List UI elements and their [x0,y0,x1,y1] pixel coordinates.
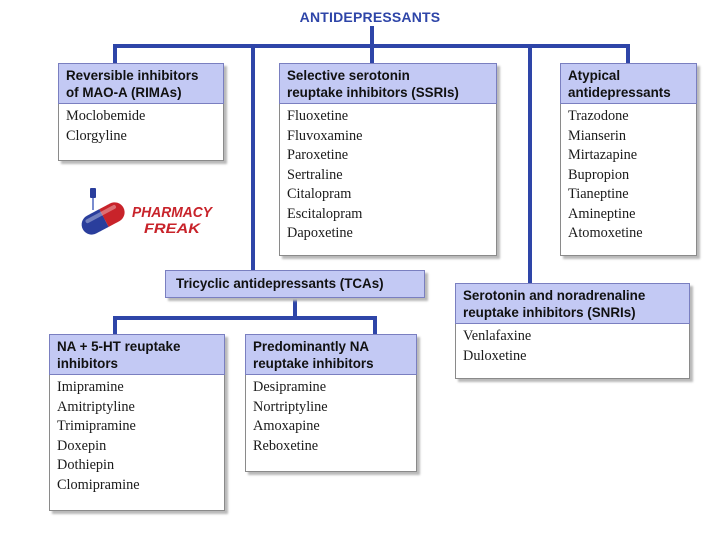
drug-item: Desipramine [253,379,327,395]
pharmacy-freak-logo: PHARMACY FREAK [76,186,216,242]
na-5ht-box: NA + 5-HT reuptake inhibitors Imipramine… [49,334,225,511]
drug-item: Bupropion [568,166,630,183]
ssris-box: Selective serotonin reuptake inhibitors … [279,63,497,256]
ssris-title: Selective serotonin reuptake inhibitors … [279,63,497,104]
drug-item: Dothiepin [57,457,115,473]
drug-item: Nortriptyline [253,398,328,415]
snris-box: Serotonin and noradrenaline reuptake inh… [455,283,690,379]
drug-item: Dapoxetine [287,225,353,241]
drug-item: Mirtazapine [568,147,638,163]
drug-item: Moclobemide [66,108,146,124]
drug-item: Citalopram [287,186,352,202]
drug-item: Mianserin [568,127,626,144]
drug-item: Fluoxetine [287,108,349,124]
na-only-title: Predominantly NA reuptake inhibitors [245,334,417,375]
drug-item: Fluvoxamine [287,127,363,144]
drug-item: Escitalopram [287,205,363,222]
drug-item: Sertraline [287,166,343,183]
na-only-box: Predominantly NA reuptake inhibitors Des… [245,334,417,472]
drug-item: Reboxetine [253,437,319,454]
drug-item: Trazodone [568,108,629,124]
drug-item: Clomipramine [57,476,140,493]
snris-title: Serotonin and noradrenaline reuptake inh… [455,283,690,324]
root-title: ANTIDEPRESSANTS [299,9,441,25]
drug-item: Amineptine [568,205,636,222]
drug-item: Amitriptyline [57,398,135,415]
atypical-title: Atypical antidepressants [560,63,697,104]
drug-item: Trimipramine [57,418,136,434]
drug-item: Atomoxetine [568,225,643,241]
drug-item: Amoxapine [253,418,320,434]
tcas-header: Tricyclic antidepressants (TCAs) [165,270,425,298]
drug-item: Duloxetine [463,347,527,364]
rimas-box: Reversible inhibitors of MAO-A (RIMAs) M… [58,63,224,161]
logo-wordmark: PHARMACY FREAK [132,204,214,236]
logo-line-2: FREAK [144,220,201,236]
drug-item: Doxepin [57,437,107,454]
drug-item: Paroxetine [287,147,349,163]
capsule-icon [81,188,125,235]
drug-item: Tianeptine [568,186,629,202]
drug-item: Venlafaxine [463,328,532,344]
drug-item: Imipramine [57,379,124,395]
logo-line-1: PHARMACY [132,204,214,221]
rimas-title: Reversible inhibitors of MAO-A (RIMAs) [58,63,224,104]
na-5ht-title: NA + 5-HT reuptake inhibitors [49,334,225,375]
drug-item: Clorgyline [66,127,127,144]
